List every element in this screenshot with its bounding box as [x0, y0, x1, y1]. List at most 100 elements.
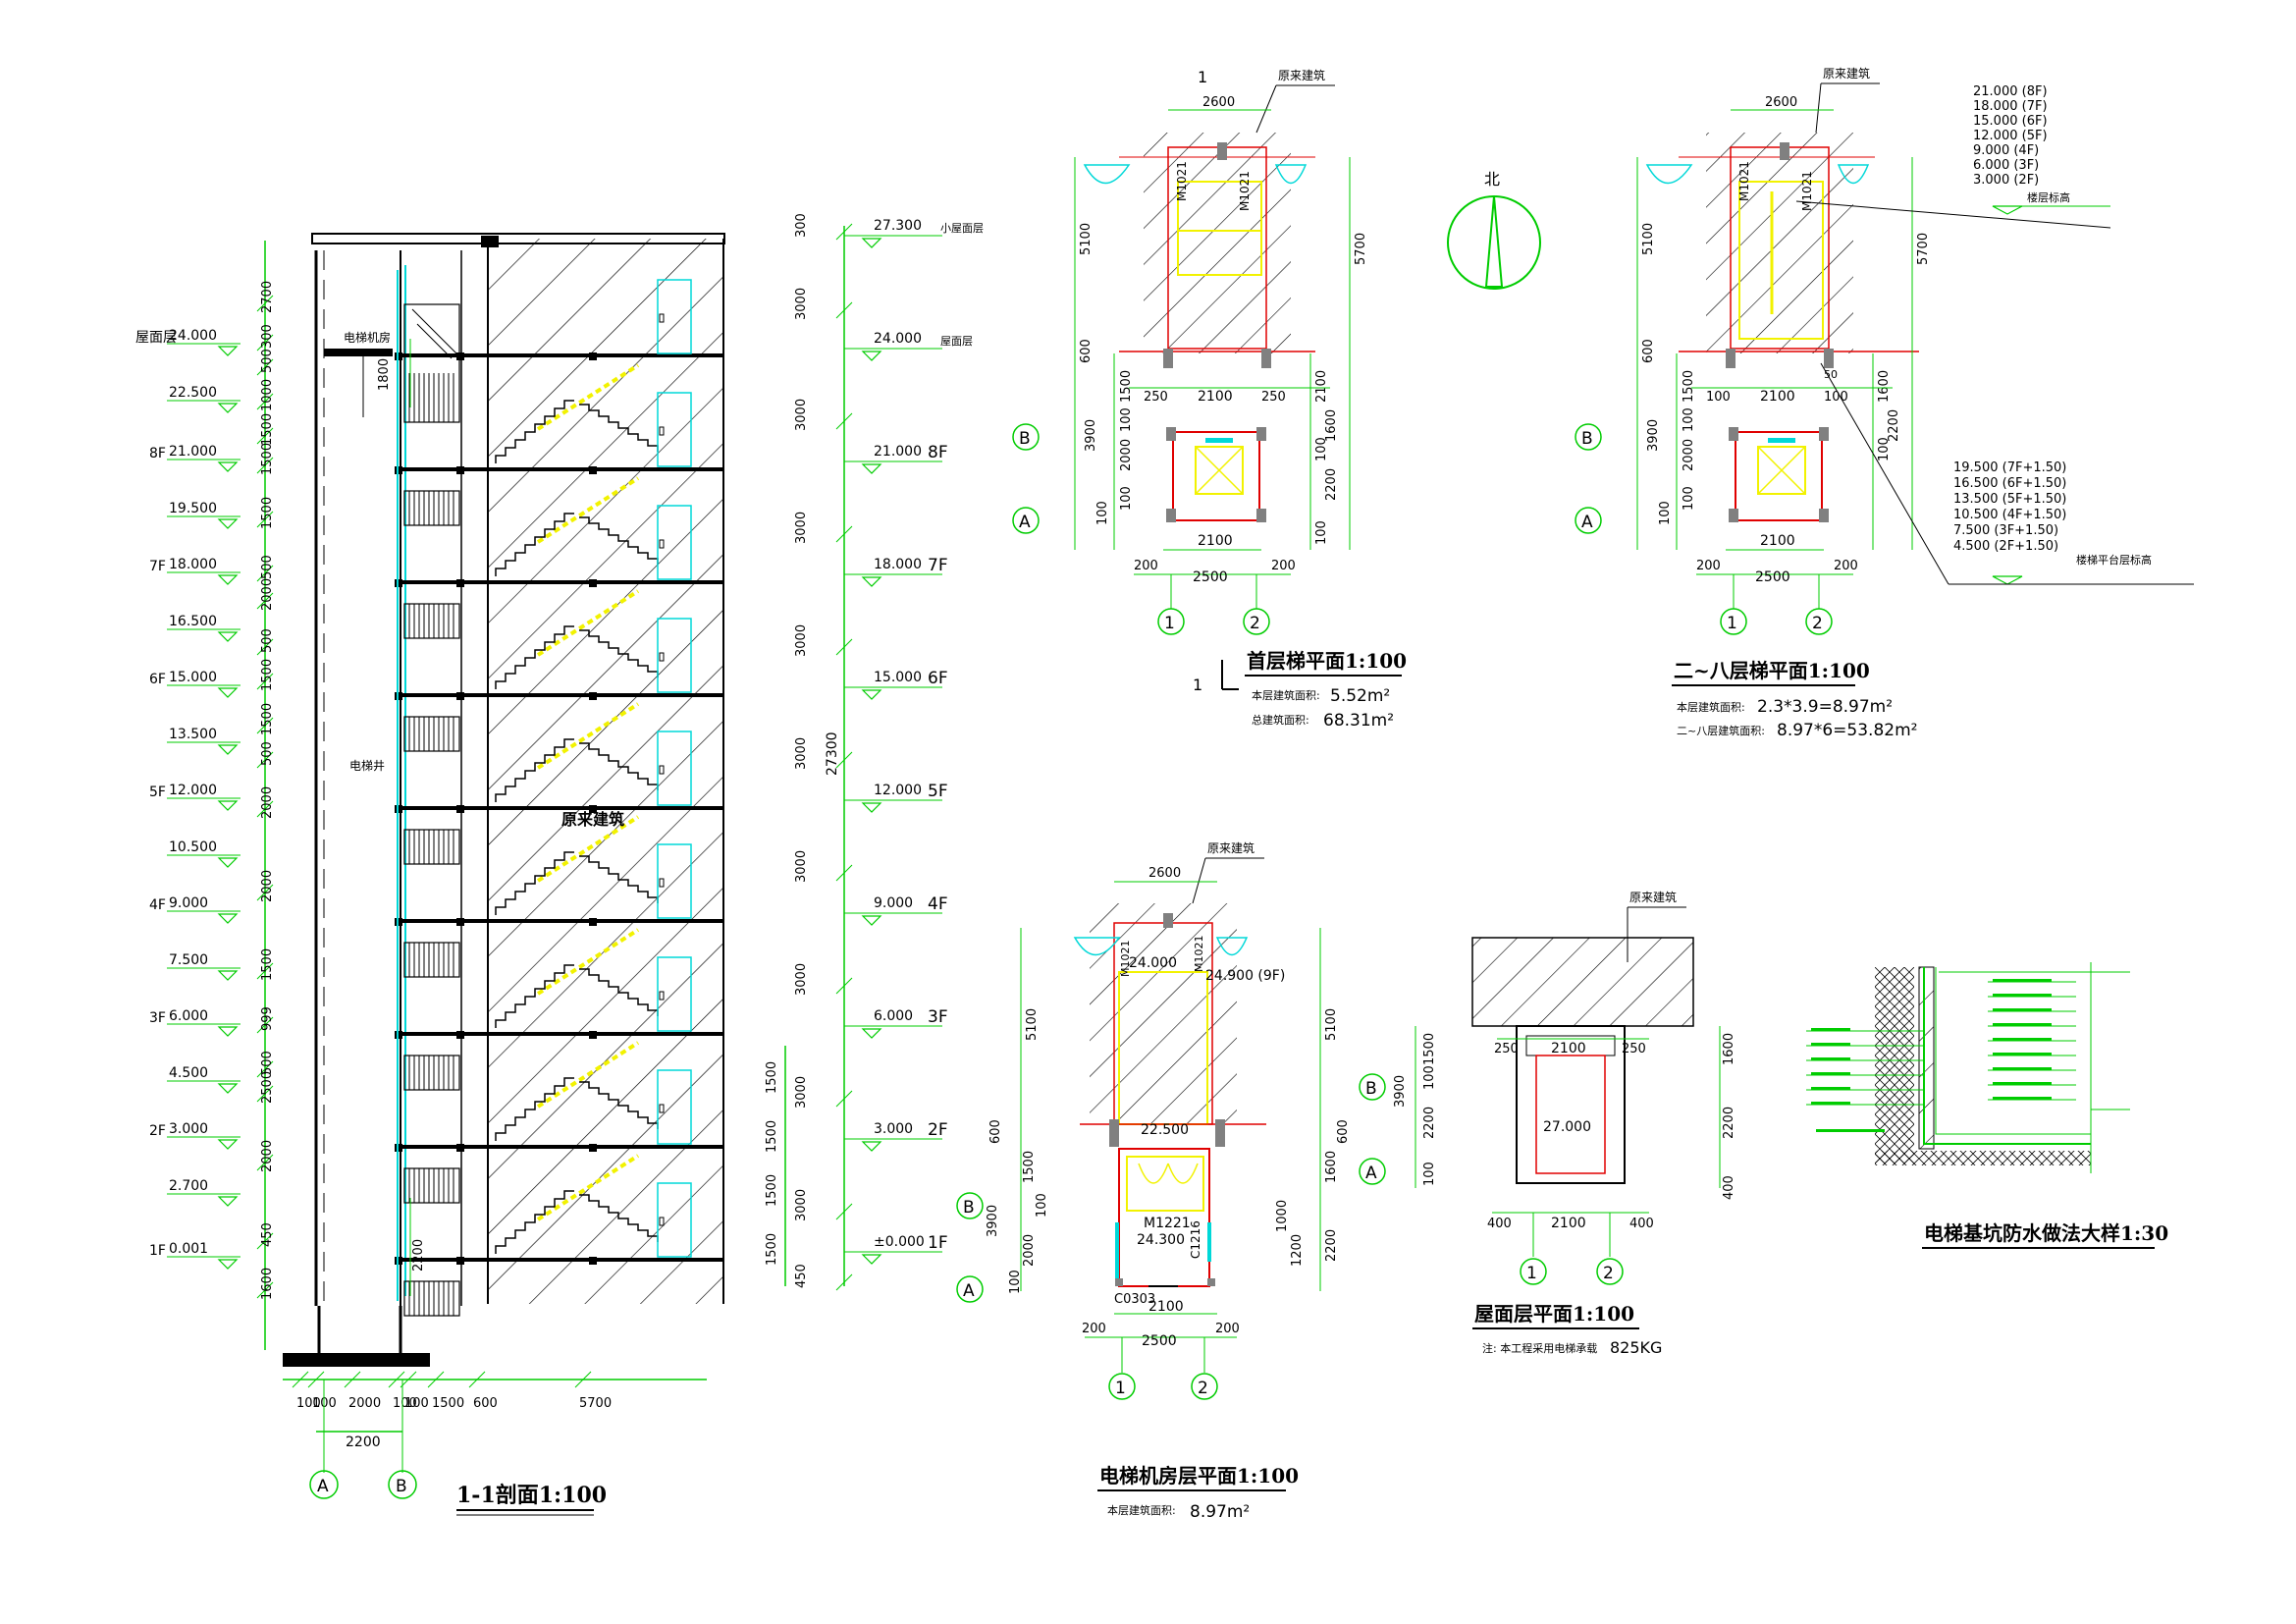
- dim-text: 2200: [1887, 409, 1901, 442]
- level-item: 7.500 (3F+1.50): [1953, 523, 2058, 538]
- existing-building-label: 原来建筑: [561, 810, 624, 829]
- plan3-title: 电梯机房层平面1:100: [1099, 1464, 1299, 1488]
- dim-text: 2000: [260, 1140, 275, 1172]
- plan-floors-2-8: M1021 M1021 原来建筑 50 26005100600150010020…: [1575, 66, 2194, 740]
- axis-label: 1: [1164, 614, 1175, 633]
- dim-text: 100: [296, 1396, 321, 1411]
- level-value: 27.300: [874, 218, 922, 234]
- door-label: M1021: [1238, 171, 1252, 211]
- level-value: 19.500: [169, 501, 217, 516]
- stair-flight: [495, 1154, 659, 1254]
- level-value: 9.000: [169, 895, 208, 911]
- total-area-value: 8.97*6=53.82m²: [1777, 721, 1917, 740]
- level-value: 10.500: [169, 839, 217, 855]
- dim-text: 5100: [1079, 223, 1094, 255]
- dim-text: 2600: [1765, 95, 1797, 110]
- dim-text: 2600: [1148, 866, 1181, 881]
- dim-text: 100: [1422, 1065, 1437, 1090]
- level-label: 2F: [928, 1120, 948, 1140]
- dim-text: 3900: [1393, 1075, 1408, 1108]
- dim-text: 1500: [1682, 370, 1696, 403]
- stair-flight: [495, 928, 659, 1028]
- axis-label: B: [1365, 1079, 1377, 1099]
- dim-text: 1600: [1722, 1033, 1736, 1065]
- note-label: 注: 本工程采用电梯承载: [1482, 1341, 1597, 1355]
- dim-text: 100: [1422, 1162, 1437, 1186]
- dim-text: 100: [1706, 390, 1731, 405]
- dim-text: 2200: [1324, 468, 1339, 501]
- stair-railing: [403, 1055, 460, 1091]
- level-value: 7.500: [169, 952, 208, 968]
- axis-label: 1: [1115, 1379, 1126, 1398]
- existing-building-label: 原来建筑: [1823, 66, 1870, 81]
- cut-mark: 1: [1198, 68, 1207, 86]
- dim-text: 5700: [1354, 233, 1368, 265]
- dim-text: 3000: [794, 1189, 809, 1221]
- door-label: M1021: [1119, 941, 1132, 978]
- dim-text: 1600: [260, 1268, 275, 1300]
- door-label: M1021: [1800, 171, 1814, 211]
- dim-text: 1500: [1119, 370, 1134, 403]
- dim-text: 100: [393, 1396, 417, 1411]
- level-value: 2.700: [169, 1178, 208, 1194]
- dim-text: 1800: [377, 358, 392, 391]
- dim-text: 1600: [1877, 370, 1892, 403]
- axis-label: B: [963, 1198, 975, 1218]
- dim-text: 100: [1035, 1193, 1049, 1218]
- dim-text: 2100: [1551, 1216, 1586, 1231]
- level-item: 6.000 (3F): [1973, 158, 2039, 173]
- door-label: M1021: [1737, 161, 1751, 201]
- dim-text: 250: [1494, 1042, 1519, 1056]
- dim-text: 100: [1119, 486, 1134, 511]
- dim-text: 2500: [1142, 1333, 1177, 1349]
- dim-text: 100: [1119, 407, 1134, 432]
- dim-text: 2000: [1022, 1234, 1037, 1267]
- dim-text: 2000: [260, 578, 275, 611]
- dim-text: 500: [260, 628, 275, 653]
- dim-text: 600: [988, 1119, 1003, 1144]
- level-item: 10.500 (4F+1.50): [1953, 508, 2066, 522]
- dim-text: 3000: [794, 737, 809, 770]
- axis-label: A: [1019, 513, 1031, 532]
- total-area-value: 68.31m²: [1323, 711, 1394, 731]
- dim-text: 2200: [411, 1239, 426, 1272]
- level-value: 13.500: [169, 727, 217, 742]
- stair-flight: [495, 589, 659, 689]
- level-label: 8F: [928, 443, 948, 462]
- existing-building-label: 原来建筑: [1207, 840, 1255, 855]
- dim-text: 100: [1877, 437, 1892, 461]
- dim-text: 2500: [1755, 569, 1790, 585]
- stair-railing: [403, 716, 460, 752]
- level-value: 24.000: [874, 331, 922, 347]
- detail-title: 电梯基坑防水做法大样1:30: [1924, 1221, 2168, 1245]
- dim-text: 3000: [794, 850, 809, 883]
- axis-label: B: [1581, 429, 1593, 449]
- axis-label: A: [1365, 1164, 1377, 1183]
- landing-levels-list: 19.500 (7F+1.50)16.500 (6F+1.50)13.500 (…: [1953, 460, 2066, 554]
- level-prefix: 4F: [149, 897, 166, 913]
- dim-text: 2600: [1202, 95, 1235, 110]
- door-label: C0303: [1114, 1292, 1155, 1307]
- level-value: 16.500: [169, 614, 217, 629]
- dim-text: 2200: [1422, 1107, 1437, 1139]
- stair-railing: [403, 1280, 460, 1317]
- level-prefix: 6F: [149, 672, 166, 687]
- level-prefix: 5F: [149, 785, 166, 800]
- level-item: 15.000 (6F): [1973, 114, 2048, 129]
- level-label: 22.500: [1141, 1122, 1189, 1138]
- dim-text: 5700: [1916, 233, 1931, 265]
- section-title: 1-1剖面1:100: [456, 1483, 607, 1508]
- level-item: 21.000 (8F): [1973, 84, 2048, 99]
- axis-label: 2: [1250, 614, 1260, 633]
- dim-text: 5100: [1025, 1008, 1040, 1041]
- level-item: 12.000 (5F): [1973, 129, 2048, 143]
- level-value: 24.000: [169, 328, 217, 344]
- dim-text: 2100: [1148, 1299, 1184, 1315]
- stair-flight: [495, 815, 659, 915]
- level-label: 小屋面层: [940, 222, 984, 235]
- level-value: 18.000: [169, 557, 217, 572]
- dim-text: 999: [260, 1006, 275, 1031]
